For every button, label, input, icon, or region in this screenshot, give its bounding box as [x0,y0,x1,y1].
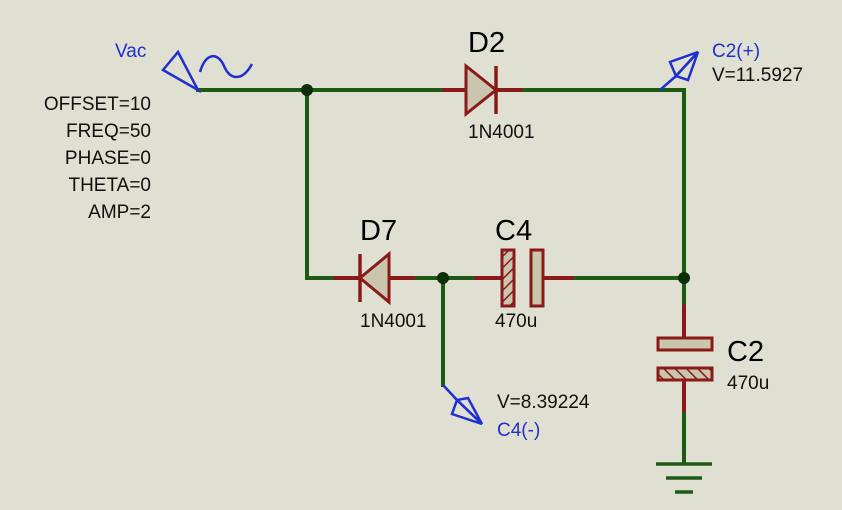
c2-ref: C2 [727,336,764,368]
capacitor-c2[interactable]: C2 470u [656,305,769,412]
probe-c2-name: C2(+) [712,41,760,62]
d7-ref: D7 [360,215,397,247]
junction-dot [437,272,449,284]
probe-c2-reading: V=11.5927 [712,65,803,86]
probe-c4-reading: V=8.39224 [497,392,590,413]
probe-c4-neg[interactable]: V=8.39224 C4(-) [442,384,590,441]
c2-value: 470u [727,373,769,394]
source-param-offset: OFFSET=10 [44,94,151,115]
source-param-amp: AMP=2 [88,202,151,223]
source-param-phase: PHASE=0 [65,148,151,169]
d2-value: 1N4001 [468,122,535,143]
c4-positive-plate [529,248,545,308]
c4-ref: C4 [495,215,532,247]
d2-ref: D2 [468,27,505,59]
probe-c2-pos[interactable]: C2(+) V=11.5927 [659,41,803,91]
c4-negative-plate [500,248,516,308]
c4-value: 470u [495,311,537,332]
probe-c2-stem [659,75,677,91]
probe-c4-name: C4(-) [497,420,540,441]
d7-triangle [357,250,391,306]
diode-d7[interactable]: D7 1N4001 [334,215,427,332]
sine-wave-icon [198,55,254,79]
vac-terminal-arrow [161,49,202,94]
probe-c4-stem [442,384,458,401]
wires [196,88,686,464]
junctions [301,84,690,284]
diode-d2[interactable]: D2 1N4001 [442,27,535,143]
source-param-freq: FREQ=50 [66,121,151,142]
vac-label: Vac [115,41,146,62]
source-param-theta: THETA=0 [68,175,151,196]
c2-positive-plate [656,336,714,352]
ground-symbol[interactable] [656,462,712,494]
vac-source[interactable]: Vac OFFSET=10 FREQ=50 PHASE=0 THETA=0 AM… [44,41,254,223]
junction-dot [678,272,690,284]
capacitor-c4[interactable]: C4 470u [474,215,574,332]
d2-triangle [464,62,499,118]
probe-c4-arrow-icon-b [454,396,484,425]
d7-value: 1N4001 [360,311,427,332]
junction-dot [301,84,313,96]
probe-c2-arrow-icon-b [673,51,700,82]
c2-negative-plate [656,366,714,382]
